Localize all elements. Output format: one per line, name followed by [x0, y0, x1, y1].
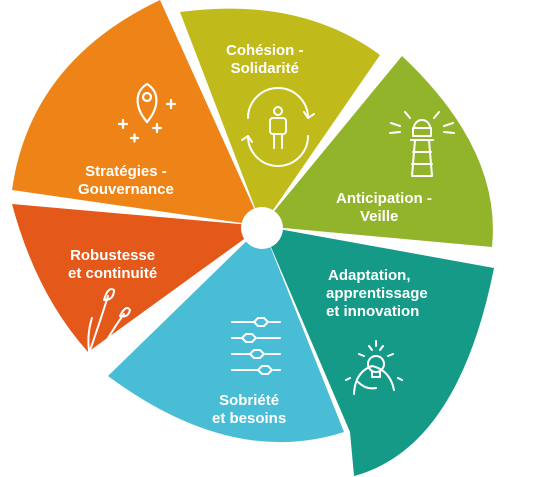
segment-strategies[interactable] [12, 0, 262, 226]
lighthouse-icon [389, 111, 455, 177]
sliders-icon [231, 317, 281, 375]
reeds-icon [71, 288, 131, 359]
person-cycle-icon [241, 87, 315, 167]
segment-adaptation[interactable] [262, 226, 494, 476]
map-pin-sparkles-icon [117, 82, 177, 143]
segment-robustesse[interactable] [12, 204, 262, 352]
segment-sobriete[interactable] [108, 226, 344, 443]
lightbulb-head-icon [345, 340, 403, 395]
segment-anticipation[interactable] [262, 56, 493, 247]
center-hub [241, 207, 283, 249]
